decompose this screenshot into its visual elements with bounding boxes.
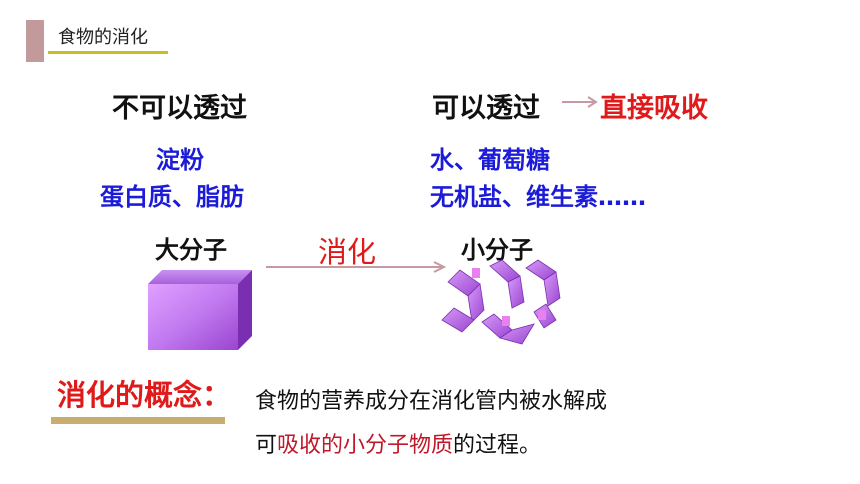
page-title: 食物的消化 bbox=[58, 27, 148, 48]
definition-underline bbox=[51, 417, 225, 424]
cube-front-face bbox=[148, 284, 238, 350]
definition-title: 消化的概念： bbox=[57, 378, 232, 412]
definition-highlight-absorbable: 吸收的 bbox=[277, 433, 344, 458]
small-molecule-blocks bbox=[441, 259, 561, 345]
block-highlight bbox=[472, 268, 480, 278]
left-item-starch: 淀粉 bbox=[156, 146, 204, 174]
definition-line-1: 食物的营养成分在消化管内被水解成 bbox=[255, 389, 608, 414]
absorb-arrow-icon bbox=[562, 96, 598, 108]
definition-line-2-pre: 可 bbox=[255, 433, 278, 458]
cube-side-face bbox=[238, 270, 252, 350]
right-item-water-glucose: 水、葡萄糖 bbox=[430, 146, 550, 174]
left-item-protein-fat: 蛋白质、脂肪 bbox=[100, 183, 244, 211]
definition-line-2-post: 的过程。 bbox=[453, 433, 542, 458]
definition-highlight-small-molecules: 小分子物质 bbox=[343, 433, 454, 458]
definition-line-2: 可吸收的小分子物质的过程。 bbox=[255, 427, 541, 459]
digestion-arrow bbox=[266, 261, 447, 273]
right-heading: 可以透过 bbox=[432, 93, 540, 124]
large-molecule-label: 大分子 bbox=[155, 236, 227, 264]
direct-absorb-label: 直接吸收 bbox=[600, 93, 708, 124]
header-accent-bar bbox=[26, 20, 44, 62]
block-highlight bbox=[502, 316, 510, 326]
small-molecule-label: 小分子 bbox=[461, 236, 533, 264]
cube-top-face bbox=[148, 270, 252, 284]
large-molecule-cube bbox=[148, 270, 252, 350]
header-underline bbox=[48, 51, 168, 54]
left-heading: 不可以透过 bbox=[112, 93, 247, 124]
right-item-minerals-vitamins: 无机盐、维生素…… bbox=[430, 183, 646, 211]
block-highlight bbox=[538, 310, 546, 320]
digestion-process-label: 消化 bbox=[318, 235, 377, 269]
